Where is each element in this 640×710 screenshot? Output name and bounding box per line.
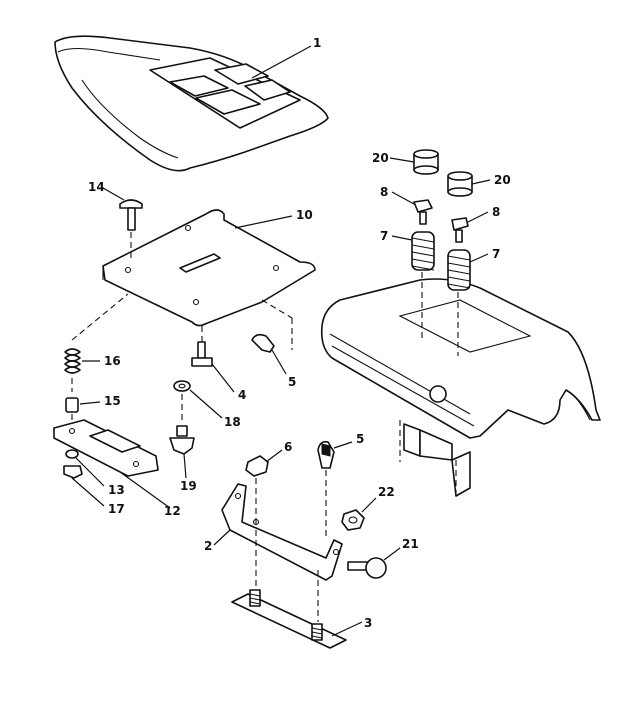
callout-8-left: 8 xyxy=(380,185,388,199)
spring-part-7-right[interactable] xyxy=(447,249,489,356)
callout-12: 12 xyxy=(164,504,181,518)
callout-8-right: 8 xyxy=(492,205,500,219)
bolt-part-4[interactable] xyxy=(191,326,235,393)
callout-5-upper: 5 xyxy=(288,375,296,389)
callout-1: 1 xyxy=(313,36,321,50)
spring-part-7-left[interactable] xyxy=(391,231,435,342)
callout-19: 19 xyxy=(180,479,197,493)
bolt-part-8-left[interactable] xyxy=(391,191,433,225)
nut-part-22[interactable] xyxy=(341,497,377,531)
bushing-part-15[interactable] xyxy=(65,397,101,426)
callout-6: 6 xyxy=(284,440,292,454)
carriage-bolt-part[interactable] xyxy=(102,187,143,262)
spacer-part-20-right[interactable] xyxy=(447,171,491,197)
spacer-part-20-left[interactable] xyxy=(389,149,439,175)
nut-part-17[interactable] xyxy=(63,465,105,507)
seat-part[interactable] xyxy=(54,35,329,172)
bracket-plate-part[interactable] xyxy=(53,419,171,509)
shoulder-bolt-part-21[interactable] xyxy=(347,547,401,579)
callout-17: 17 xyxy=(108,502,125,516)
callout-3: 3 xyxy=(364,616,372,630)
bolt-part-8-right[interactable] xyxy=(451,211,489,243)
callout-5-lower: 5 xyxy=(356,432,364,446)
callout-2: 2 xyxy=(204,539,212,553)
fender-deck-part[interactable] xyxy=(320,278,601,497)
callout-labels: 1 10 14 16 15 13 17 12 4 5 18 19 6 5 2 2… xyxy=(88,36,511,630)
base-plate-part-3[interactable] xyxy=(231,589,363,649)
spring-part-16[interactable] xyxy=(64,293,129,392)
callout-18: 18 xyxy=(224,415,241,429)
callout-22: 22 xyxy=(378,485,395,499)
seat-pan-part[interactable] xyxy=(102,209,316,327)
clip-part-5-upper[interactable] xyxy=(251,299,293,375)
callout-20-right: 20 xyxy=(494,173,511,187)
clip-part-5-lower[interactable] xyxy=(317,440,353,540)
callout-20-left: 20 xyxy=(372,151,389,165)
callout-4: 4 xyxy=(238,388,246,402)
callout-13: 13 xyxy=(108,483,125,497)
washer-part-13[interactable] xyxy=(65,449,105,487)
bracket-part-2[interactable] xyxy=(213,483,343,622)
flat-washer-part-18[interactable] xyxy=(173,380,223,424)
callout-10: 10 xyxy=(296,208,313,222)
callout-16: 16 xyxy=(104,354,121,368)
callout-7-left: 7 xyxy=(380,229,388,243)
callout-14: 14 xyxy=(88,180,105,194)
callout-7-right: 7 xyxy=(492,247,500,261)
locknut-part-6[interactable] xyxy=(245,449,283,528)
callout-15: 15 xyxy=(104,394,121,408)
callout-21: 21 xyxy=(402,537,419,551)
knob-part-19[interactable] xyxy=(169,425,195,479)
